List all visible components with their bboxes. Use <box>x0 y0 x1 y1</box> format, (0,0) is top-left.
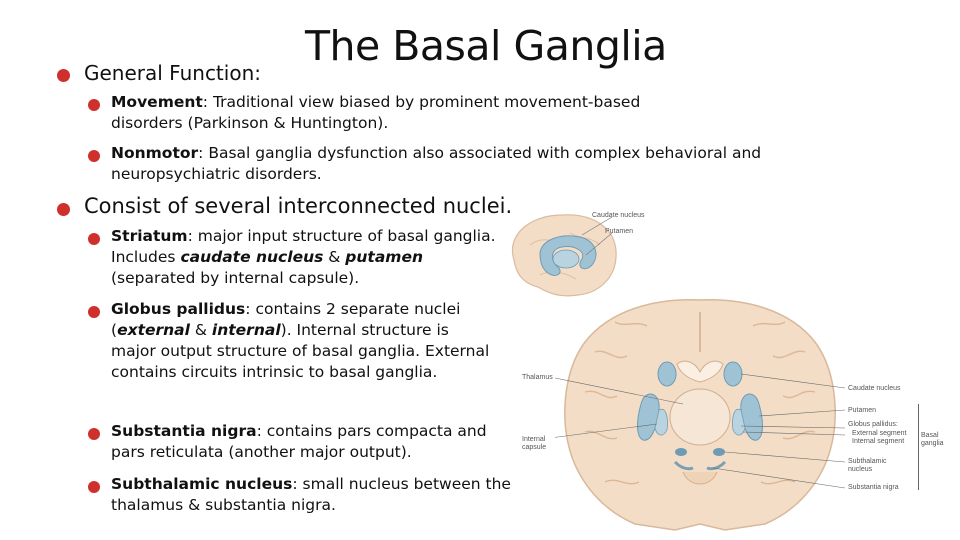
fig-label-external-segment: External segment <box>852 430 907 437</box>
bullet-icon <box>88 306 100 318</box>
basal-ganglia-bracket <box>914 404 919 490</box>
fig-label-putamen: Putamen <box>848 407 877 414</box>
caudate-term: caudate nucleus <box>180 248 324 266</box>
bullet-icon <box>88 233 100 245</box>
nigra-item: Substantia nigra: contains pars compacta… <box>111 421 516 463</box>
bullet-icon <box>88 99 100 111</box>
movement-term: Movement <box>111 93 203 111</box>
fig-label-globus: Globus pallidus: <box>848 421 898 428</box>
consist-heading: Consist of several interconnected nuclei… <box>84 194 513 218</box>
nigra-term: Substantia nigra <box>111 422 257 440</box>
bullet-icon <box>57 69 70 82</box>
nigra-text: : contains pars compacta and pars reticu… <box>111 422 487 461</box>
fig-label-internal-segment: Internal segment <box>852 438 905 445</box>
movement-item: Movement: Traditional view biased by pro… <box>111 92 671 134</box>
bullet-icon <box>88 481 100 493</box>
fig-label-internal-capsule: Internal capsule <box>522 436 547 451</box>
slide-title: The Basal Ganglia <box>305 22 667 70</box>
nonmotor-term: Nonmotor <box>111 144 199 162</box>
fig-label-thalamus: Thalamus <box>522 374 553 381</box>
fig-label-top-putamen: Putamen <box>605 228 634 235</box>
globus-text: : contains 2 separate nuclei ( <box>111 300 461 339</box>
internal-term: internal <box>211 321 281 339</box>
fig-label-basal-ganglia: Basal ganglia <box>921 432 944 447</box>
fig-label-top-caudate: Caudate nucleus <box>592 212 645 219</box>
striatum-item: Striatum: major input structure of basal… <box>111 226 496 289</box>
subthalamic-item: Subthalamic nucleus: small nucleus betwe… <box>111 474 551 516</box>
ampersand: & <box>189 321 212 339</box>
striatum-term: Striatum <box>111 227 188 245</box>
striatum-text-2: (separated by internal capsule). <box>111 269 360 287</box>
nonmotor-item: Nonmotor: Basal ganglia dysfunction also… <box>111 143 851 185</box>
bullet-icon <box>57 203 70 216</box>
subthalamic-term: Subthalamic nucleus <box>111 475 293 493</box>
globus-text-2: ). Internal structure is major output st… <box>111 321 490 381</box>
external-term: external <box>117 321 190 339</box>
fig-label-subthalamic: Subthalamic nucleus <box>848 458 887 473</box>
lateral-brain-illustration <box>511 214 617 297</box>
fig-label-nigra: Substantia nigra <box>848 484 899 491</box>
fig-label-caudate: Caudate nucleus <box>848 385 901 392</box>
ampersand: & <box>323 248 346 266</box>
striatum-text: : major input structure of basal ganglia… <box>111 227 496 266</box>
putamen-term: putamen <box>345 248 423 266</box>
coronal-brain-illustration <box>555 299 845 531</box>
bullet-icon <box>88 428 100 440</box>
movement-text: : Traditional view biased by prominent m… <box>111 93 641 132</box>
nonmotor-text: : Basal ganglia dysfunction also associa… <box>111 144 762 183</box>
globus-term: Globus pallidus <box>111 300 246 318</box>
function-heading: General Function: <box>84 61 261 85</box>
subthalamic-text: : small nucleus between the thalamus & s… <box>111 475 511 514</box>
globus-item: Globus pallidus: contains 2 separate nuc… <box>111 299 491 383</box>
bullet-icon <box>88 150 100 162</box>
